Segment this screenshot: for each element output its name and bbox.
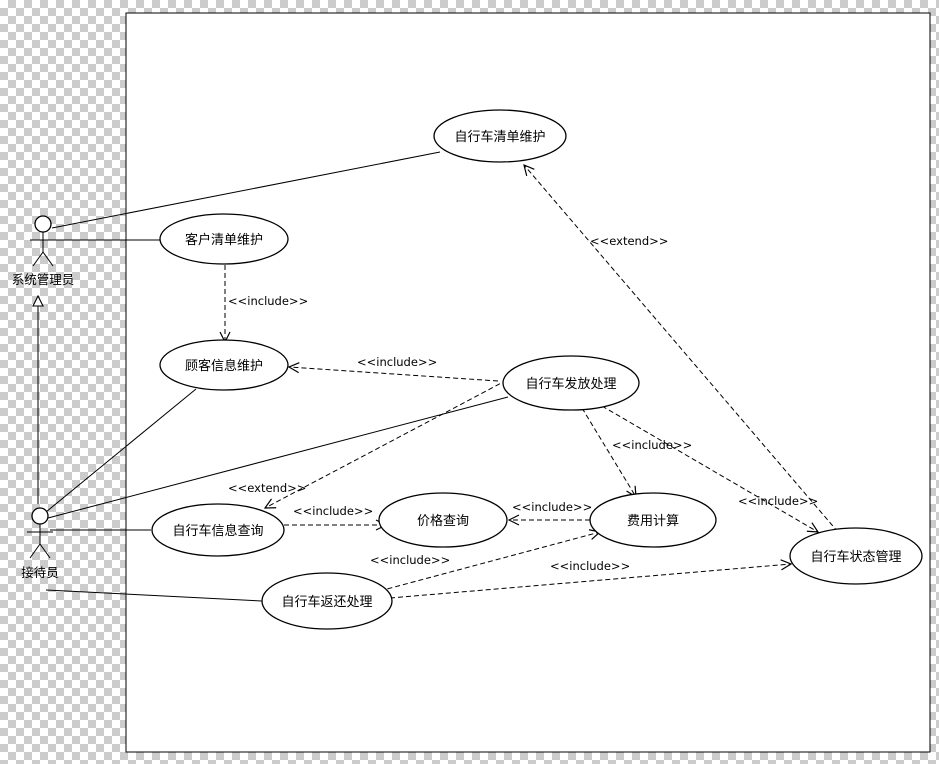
use-case-price-query-label: 价格查询 <box>417 513 469 529</box>
use-case-bike-list[interactable]: 自行车清单维护 <box>433 109 567 163</box>
label-include-fee-price: <<include>> <box>512 500 592 514</box>
assoc-admin-bike-list[interactable] <box>51 151 441 229</box>
use-case-bike-issue[interactable]: 自行车发放处理 <box>502 355 640 411</box>
assoc-clerk-bike-return[interactable] <box>45 589 263 602</box>
use-case-bike-return-label: 自行车返还处理 <box>281 594 372 610</box>
actor-admin-label: 系统管理员 <box>12 272 75 287</box>
use-case-customer-info[interactable]: 顾客信息维护 <box>159 339 289 391</box>
include-issue-customer-info[interactable] <box>289 367 499 382</box>
label-extend-status-bike-list: <<extend>> <box>590 234 668 248</box>
use-case-fee-calc-label: 费用计算 <box>627 514 679 529</box>
use-case-bike-query[interactable]: 自行车信息查询 <box>151 503 285 557</box>
use-case-bike-query-label: 自行车信息查询 <box>172 523 263 539</box>
use-case-bike-issue-label: 自行车发放处理 <box>525 376 616 392</box>
extend-issue-query[interactable] <box>265 379 508 508</box>
label-include-issue-customer-info: <<include>> <box>357 355 437 369</box>
use-case-bike-status-label: 自行车状态管理 <box>810 549 901 565</box>
actor-clerk-head-icon <box>31 507 49 525</box>
label-include-query-price: <<include>> <box>293 504 373 518</box>
include-return-status[interactable] <box>389 564 791 599</box>
use-case-bike-return[interactable]: 自行车返还处理 <box>261 572 393 630</box>
include-return-fee[interactable] <box>371 532 600 594</box>
assoc-clerk-customer-info[interactable] <box>45 388 197 513</box>
label-include-return-status: <<include>> <box>550 559 630 573</box>
actor-clerk-label: 接待员 <box>21 565 59 580</box>
label-include-return-fee: <<include>> <box>370 553 450 567</box>
use-case-customer-list[interactable]: 客户清单维护 <box>159 213 289 265</box>
actor-admin-head-icon <box>34 215 52 233</box>
use-case-price-query[interactable]: 价格查询 <box>378 492 508 548</box>
actor-clerk[interactable] <box>27 507 53 559</box>
assoc-clerk-bike-issue[interactable] <box>47 396 509 519</box>
use-case-fee-calc[interactable]: 费用计算 <box>589 492 717 548</box>
include-issue-fee[interactable] <box>581 407 636 497</box>
actor-admin[interactable] <box>30 215 56 267</box>
include-issue-status[interactable] <box>601 405 818 532</box>
label-include-customer-list-info: <<include>> <box>228 294 308 308</box>
label-include-issue-status: <<include>> <box>738 494 818 508</box>
use-case-customer-info-label: 顾客信息维护 <box>185 358 263 374</box>
use-case-bike-list-label: 自行车清单维护 <box>454 129 545 145</box>
use-case-customer-list-label: 客户清单维护 <box>185 232 263 248</box>
label-extend-issue-query: <<extend>> <box>228 481 306 495</box>
use-case-bike-status[interactable]: 自行车状态管理 <box>789 527 923 585</box>
label-include-issue-fee: <<include>> <box>612 438 692 452</box>
extend-status-bike-list[interactable] <box>524 165 839 533</box>
